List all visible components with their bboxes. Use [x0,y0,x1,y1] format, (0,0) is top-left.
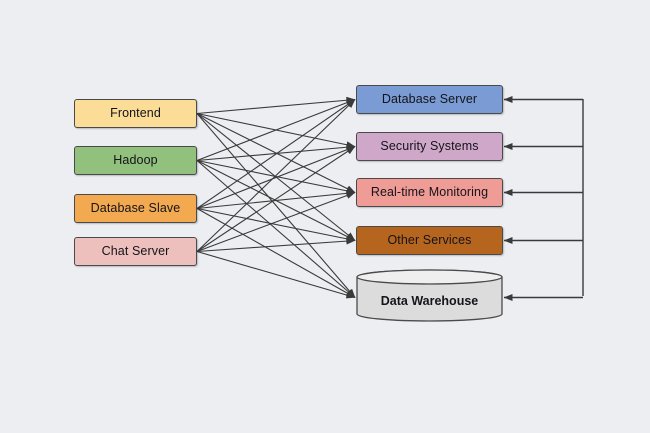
node-data-warehouse[interactable]: Data Warehouse [356,269,503,322]
edge-chat-server-to-security-systems [196,146,356,252]
feedback-edges [503,96,584,301]
node-hadoop[interactable]: Hadoop [74,146,197,175]
node-label-database-server: Database Server [381,91,478,106]
node-real-time-monitoring[interactable]: Real-time Monitoring [356,178,503,207]
edge-database-slave-to-data-warehouse [196,208,356,298]
node-label-hadoop: Hadoop [113,152,158,167]
edge-hadoop-to-database-server [196,98,356,162]
node-label-frontend: Frontend [110,105,161,120]
edge-chat-server-to-other-services [196,237,356,253]
edge-frontend-to-data-warehouse [196,113,356,298]
edge-chat-server-to-data-warehouse [196,250,356,299]
edge-frontend-to-database-server [196,96,356,115]
node-other-services[interactable]: Other Services [356,226,503,255]
node-label-chat-server: Chat Server [101,243,170,258]
edge-database-slave-to-other-services [196,207,356,243]
node-label-other-services: Other Services [387,232,472,247]
node-security-systems[interactable]: Security Systems [356,132,503,161]
edge-hadoop-to-real-time-monitoring [196,159,356,195]
edge-database-slave-to-real-time-monitoring [196,189,356,210]
cylinder-shape-data-warehouse [356,269,503,322]
node-database-server[interactable]: Database Server [356,85,503,114]
edge-chat-server-to-real-time-monitoring [196,191,356,253]
node-frontend[interactable]: Frontend [74,99,197,128]
node-database-slave[interactable]: Database Slave [74,194,197,223]
node-chat-server[interactable]: Chat Server [74,237,197,266]
edge-database-slave-to-database-server [196,99,356,209]
edge-chat-server-to-database-server [196,99,356,252]
edge-database-slave-to-security-systems [196,145,356,210]
node-label-real-time-monitoring: Real-time Monitoring [370,184,489,199]
node-label-database-slave: Database Slave [90,200,181,215]
mesh-edges [196,96,356,299]
node-label-security-systems: Security Systems [380,138,479,153]
edge-hadoop-to-data-warehouse [196,160,356,298]
